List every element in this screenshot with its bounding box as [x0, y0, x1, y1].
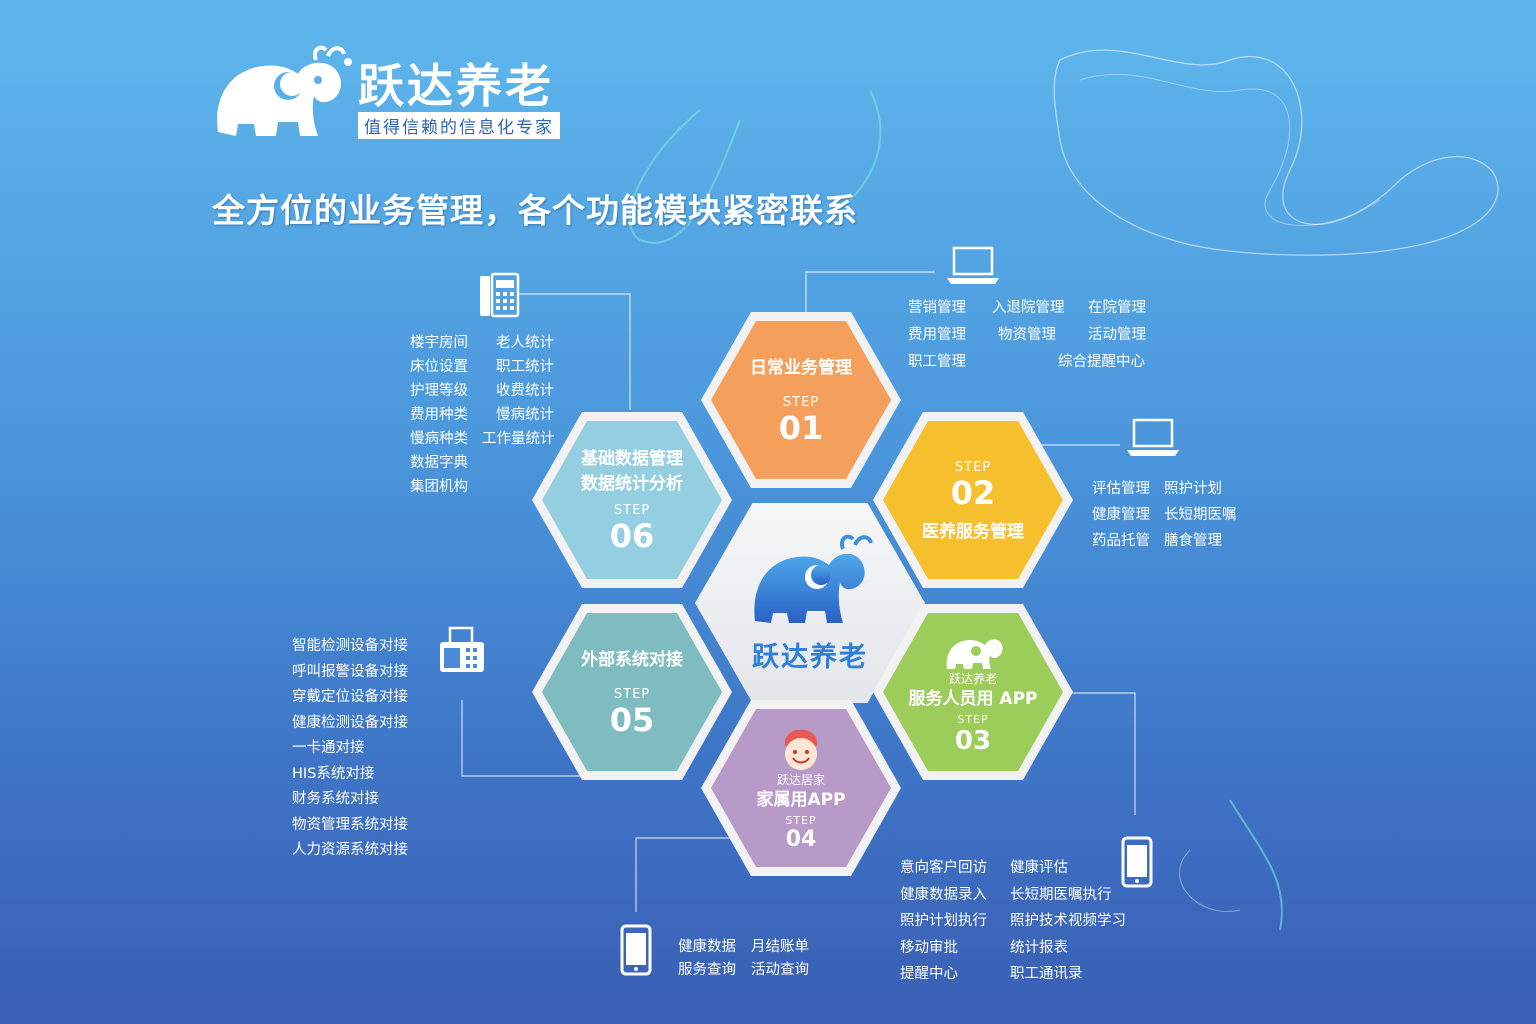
list-item: 健康管理	[1092, 507, 1150, 523]
list-item: 活动查询	[751, 962, 809, 978]
list-item: 集团机构	[410, 479, 468, 495]
list-item: 慢病统计	[496, 407, 554, 423]
list-item: 职工通讯录	[1010, 966, 1083, 982]
module-04-family-app[interactable]: 跃达居家 家属用APP STEP 04	[701, 700, 901, 876]
module-02-step: STEP	[954, 459, 992, 475]
list-item: 数据字典	[410, 455, 468, 471]
module-05-feature-list: 智能检测设备对接 呼叫报警设备对接 穿戴定位设备对接 健康检测设备对接 一卡通对…	[292, 634, 432, 864]
list-item: 楼宇房间	[410, 335, 468, 351]
center-name: 跃达养老	[752, 642, 868, 673]
list-item: HIS系统对接	[292, 765, 375, 782]
list-item: 照护技术视频学习	[1010, 913, 1126, 929]
module-05-number: 05	[609, 700, 655, 739]
module-03-staff-app[interactable]: 跃达养老 服务人员用 APP STEP 03	[873, 604, 1073, 780]
list-item: 照护计划执行	[900, 913, 987, 929]
list-item: 药品托管	[1092, 533, 1150, 549]
module-06-base-data[interactable]: 基础数据管理 数据统计分析 STEP 06	[532, 412, 732, 588]
family-app-mascot-icon	[784, 729, 818, 770]
list-item: 服务查询	[678, 962, 736, 978]
module-02-title: 医养服务管理	[922, 521, 1024, 542]
headline: 全方位的业务管理，各个功能模块紧密联系	[212, 191, 858, 230]
list-item: 健康数据录入	[900, 886, 987, 903]
list-item: 费用管理	[908, 327, 966, 343]
list-item: 物资管理系统对接	[292, 816, 408, 833]
module-04-number: 04	[785, 826, 817, 852]
module-06-feature-list: 楼宇房间 老人统计 床位设置 职工统计 护理等级 收费统计 费用种类 慢病统计 …	[410, 331, 570, 501]
list-item: 护理等级	[410, 383, 468, 399]
module-04-step: STEP	[785, 813, 817, 827]
list-item: 在院管理	[1088, 300, 1146, 316]
list-item: 床位设置	[410, 359, 468, 375]
module-05-title: 外部系统对接	[581, 649, 683, 670]
module-06-number: 06	[609, 517, 655, 555]
module-04-title: 家属用APP	[756, 789, 846, 810]
list-item: 意向客户回访	[900, 860, 987, 876]
module-04-feature-list: 健康数据 月结账单 服务查询 活动查询	[678, 935, 828, 985]
mobile-phone-icon-2	[620, 924, 652, 976]
elephant-logo	[217, 45, 352, 136]
list-item: 健康检测设备对接	[292, 714, 408, 731]
module-02-feature-list: 评估管理 照护计划 健康管理 长短期医嘱 药品托管 膳食管理	[1092, 477, 1262, 557]
module-06-step: STEP	[613, 503, 651, 518]
module-03-number: 03	[954, 725, 992, 756]
list-item: 膳食管理	[1164, 533, 1222, 549]
laptop-icon-2	[1127, 418, 1179, 456]
phone-icon	[480, 272, 520, 318]
list-item: 穿戴定位设备对接	[292, 689, 408, 705]
staff-app-elephant-icon	[946, 638, 1003, 669]
list-item: 人力资源系统对接	[292, 842, 408, 858]
module-02-medical-care[interactable]: STEP 02 医养服务管理	[873, 412, 1073, 588]
list-item: 收费统计	[496, 383, 554, 399]
list-item: 长短期医嘱执行	[1010, 886, 1112, 903]
module-06-title: 基础数据管理	[581, 449, 683, 469]
laptop-icon	[947, 246, 999, 284]
module-05-step: STEP	[613, 686, 651, 702]
list-item: 统计报表	[1010, 939, 1068, 956]
list-item: 一卡通对接	[292, 740, 365, 756]
list-item: 活动管理	[1088, 327, 1146, 343]
fax-icon	[440, 626, 484, 672]
module-01-title: 日常业务管理	[750, 357, 852, 378]
list-item: 月结账单	[751, 939, 809, 955]
list-item: 照护计划	[1164, 481, 1222, 497]
module-03-title: 服务人员用 APP	[908, 688, 1038, 709]
list-item: 智能检测设备对接	[292, 638, 408, 654]
module-02-number: 02	[950, 473, 996, 512]
list-item: 职工统计	[496, 359, 554, 375]
module-03-feature-list: 意向客户回访 健康评估 健康数据录入 长短期医嘱执行 照护计划执行 照护技术视频…	[900, 856, 1150, 991]
list-item: 呼叫报警设备对接	[292, 663, 408, 680]
center-elephant-icon	[754, 534, 873, 623]
list-item: 老人统计	[496, 335, 554, 351]
list-item: 营销管理	[908, 300, 966, 316]
module-04-subtitle: 跃达居家	[776, 772, 825, 787]
module-01-feature-list: 营销管理 入退院管理 在院管理 费用管理 物资管理 活动管理 职工管理 综合提醒…	[908, 296, 1168, 376]
list-item: 健康数据	[678, 939, 736, 955]
list-item: 健康评估	[1010, 860, 1068, 876]
list-item: 职工管理	[908, 354, 966, 370]
module-01-daily-business[interactable]: 日常业务管理 STEP 01	[701, 312, 901, 488]
list-item: 综合提醒中心	[1058, 354, 1145, 370]
list-item: 工作量统计	[482, 431, 555, 447]
list-item: 物资管理	[998, 327, 1056, 343]
list-item: 费用种类	[410, 407, 468, 423]
brand-name: 跃达养老	[358, 59, 554, 113]
brand-slogan: 值得信赖的信息化专家	[358, 112, 560, 139]
list-item: 慢病种类	[410, 431, 468, 447]
module-03-step: STEP	[957, 712, 989, 726]
module-01-number: 01	[778, 408, 824, 447]
module-03-subtitle: 跃达养老	[948, 671, 997, 686]
module-05-external-systems[interactable]: 外部系统对接 STEP 05	[532, 604, 732, 780]
list-item: 提醒中心	[900, 966, 958, 982]
module-01-step: STEP	[782, 394, 820, 410]
list-item: 评估管理	[1092, 481, 1150, 497]
list-item: 入退院管理	[992, 300, 1065, 316]
list-item: 财务系统对接	[292, 791, 379, 807]
mobile-phone-icon	[1121, 836, 1153, 888]
module-06-title-2: 数据统计分析	[581, 474, 683, 494]
list-item: 长短期医嘱	[1164, 507, 1237, 523]
list-item: 移动审批	[900, 939, 958, 956]
